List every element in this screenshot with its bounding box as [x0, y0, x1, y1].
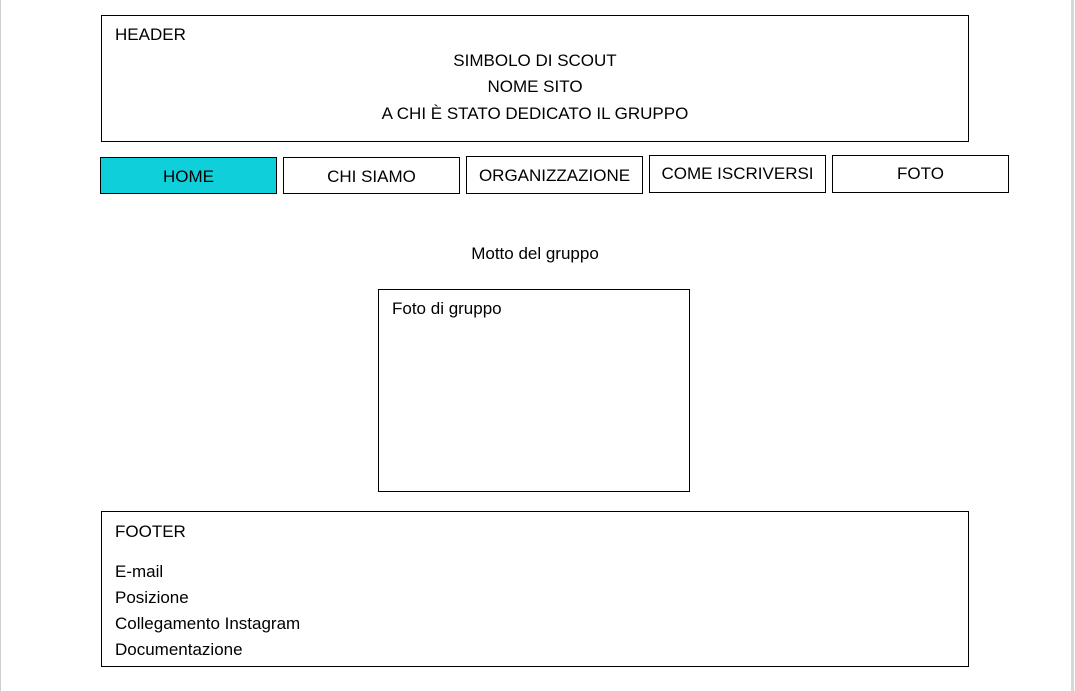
page-edge-left	[0, 0, 1, 691]
group-motto: Motto del gruppo	[471, 244, 599, 263]
footer-item-documentazione: Documentazione	[115, 640, 243, 659]
footer-title: FOOTER	[115, 522, 186, 541]
footer-item-posizione: Posizione	[115, 588, 189, 607]
nav-organizzazione[interactable]: ORGANIZZAZIONE	[466, 156, 643, 194]
footer-box: FOOTER E-mail Posizione Collegamento Ins…	[101, 511, 969, 667]
site-name: NOME SITO	[487, 77, 583, 96]
group-photo-box: Foto di gruppo	[378, 289, 690, 492]
nav-come-iscriversi[interactable]: COME ISCRIVERSI	[649, 155, 826, 193]
header-box: HEADER SIMBOLO DI SCOUT NOME SITO A CHI …	[101, 15, 969, 142]
footer-item-instagram: Collegamento Instagram	[115, 614, 301, 633]
page-edge-right	[1071, 0, 1074, 691]
group-photo-label: Foto di gruppo	[392, 299, 502, 318]
footer-item-email: E-mail	[115, 562, 164, 581]
nav-home[interactable]: HOME	[100, 157, 277, 194]
nav-chi-siamo[interactable]: CHI SIAMO	[283, 157, 460, 194]
scout-symbol-placeholder: SIMBOLO DI SCOUT	[453, 51, 617, 70]
group-dedication: A CHI È STATO DEDICATO IL GRUPPO	[381, 104, 689, 123]
footer-list: E-mail Posizione Collegamento Instagram …	[115, 562, 300, 666]
nav-foto[interactable]: FOTO	[832, 155, 1009, 193]
header-title: HEADER	[115, 25, 186, 44]
